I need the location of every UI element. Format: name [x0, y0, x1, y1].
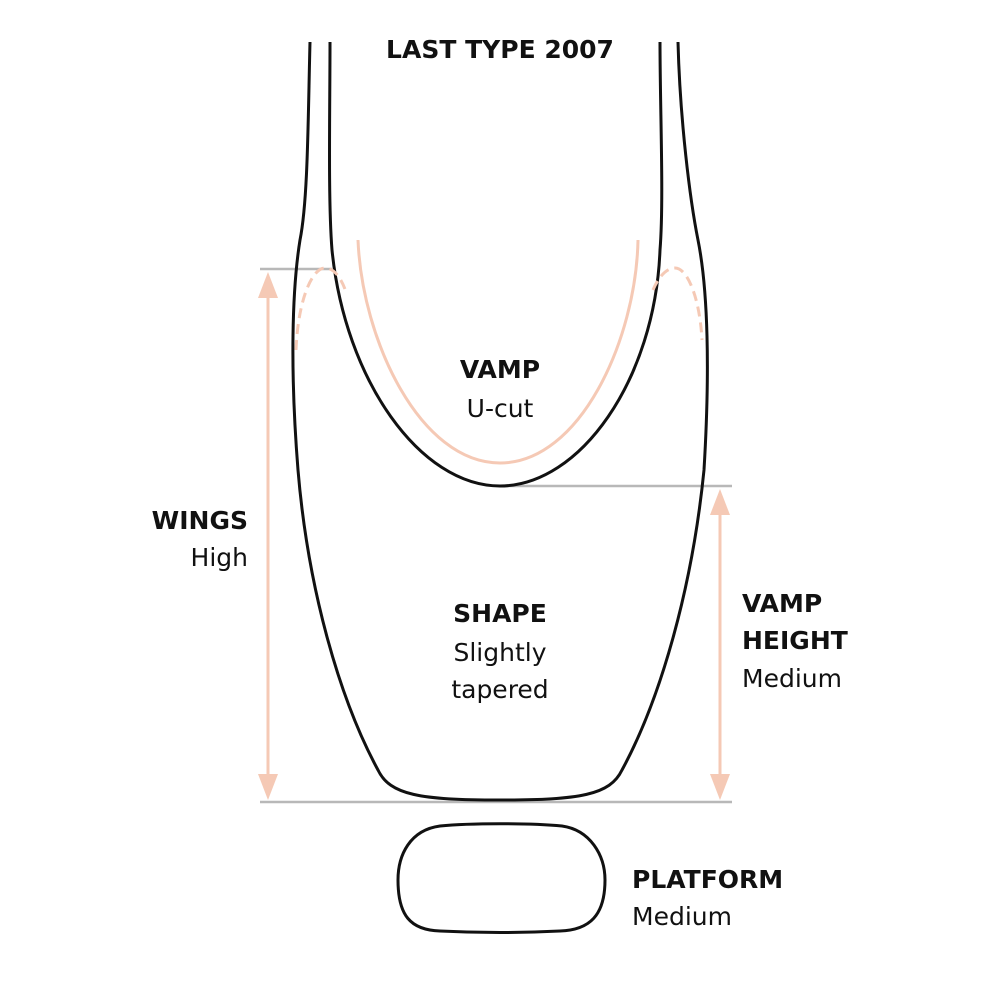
diagram-title: LAST TYPE 2007: [386, 35, 614, 64]
vamp-height-heading-line1: VAMP: [742, 589, 823, 618]
shape-value-line1: Slightly: [453, 638, 547, 667]
vamp-heading: VAMP: [459, 355, 541, 384]
wings-value: High: [190, 543, 248, 572]
vamp-height-arrow: [710, 489, 730, 800]
vamp-height-heading-line2: HEIGHT: [742, 626, 848, 655]
left-wing-dashed: [294, 266, 348, 351]
wings-heading: WINGS: [151, 506, 248, 535]
vamp-height-value: Medium: [742, 664, 842, 693]
platform-shape: [396, 822, 607, 934]
shoe-outer-outline: [291, 41, 709, 802]
platform-heading: PLATFORM: [632, 865, 784, 894]
shape-value-line2: tapered: [451, 675, 549, 704]
right-wing-dashed: [651, 266, 704, 341]
vamp-accent-curve: [356, 239, 640, 465]
vamp-value: U-cut: [466, 394, 534, 423]
shoe-inner-opening: [328, 41, 664, 488]
shape-heading: SHAPE: [453, 599, 547, 628]
wings-height-arrow: [258, 272, 278, 800]
platform-value: Medium: [632, 902, 732, 931]
